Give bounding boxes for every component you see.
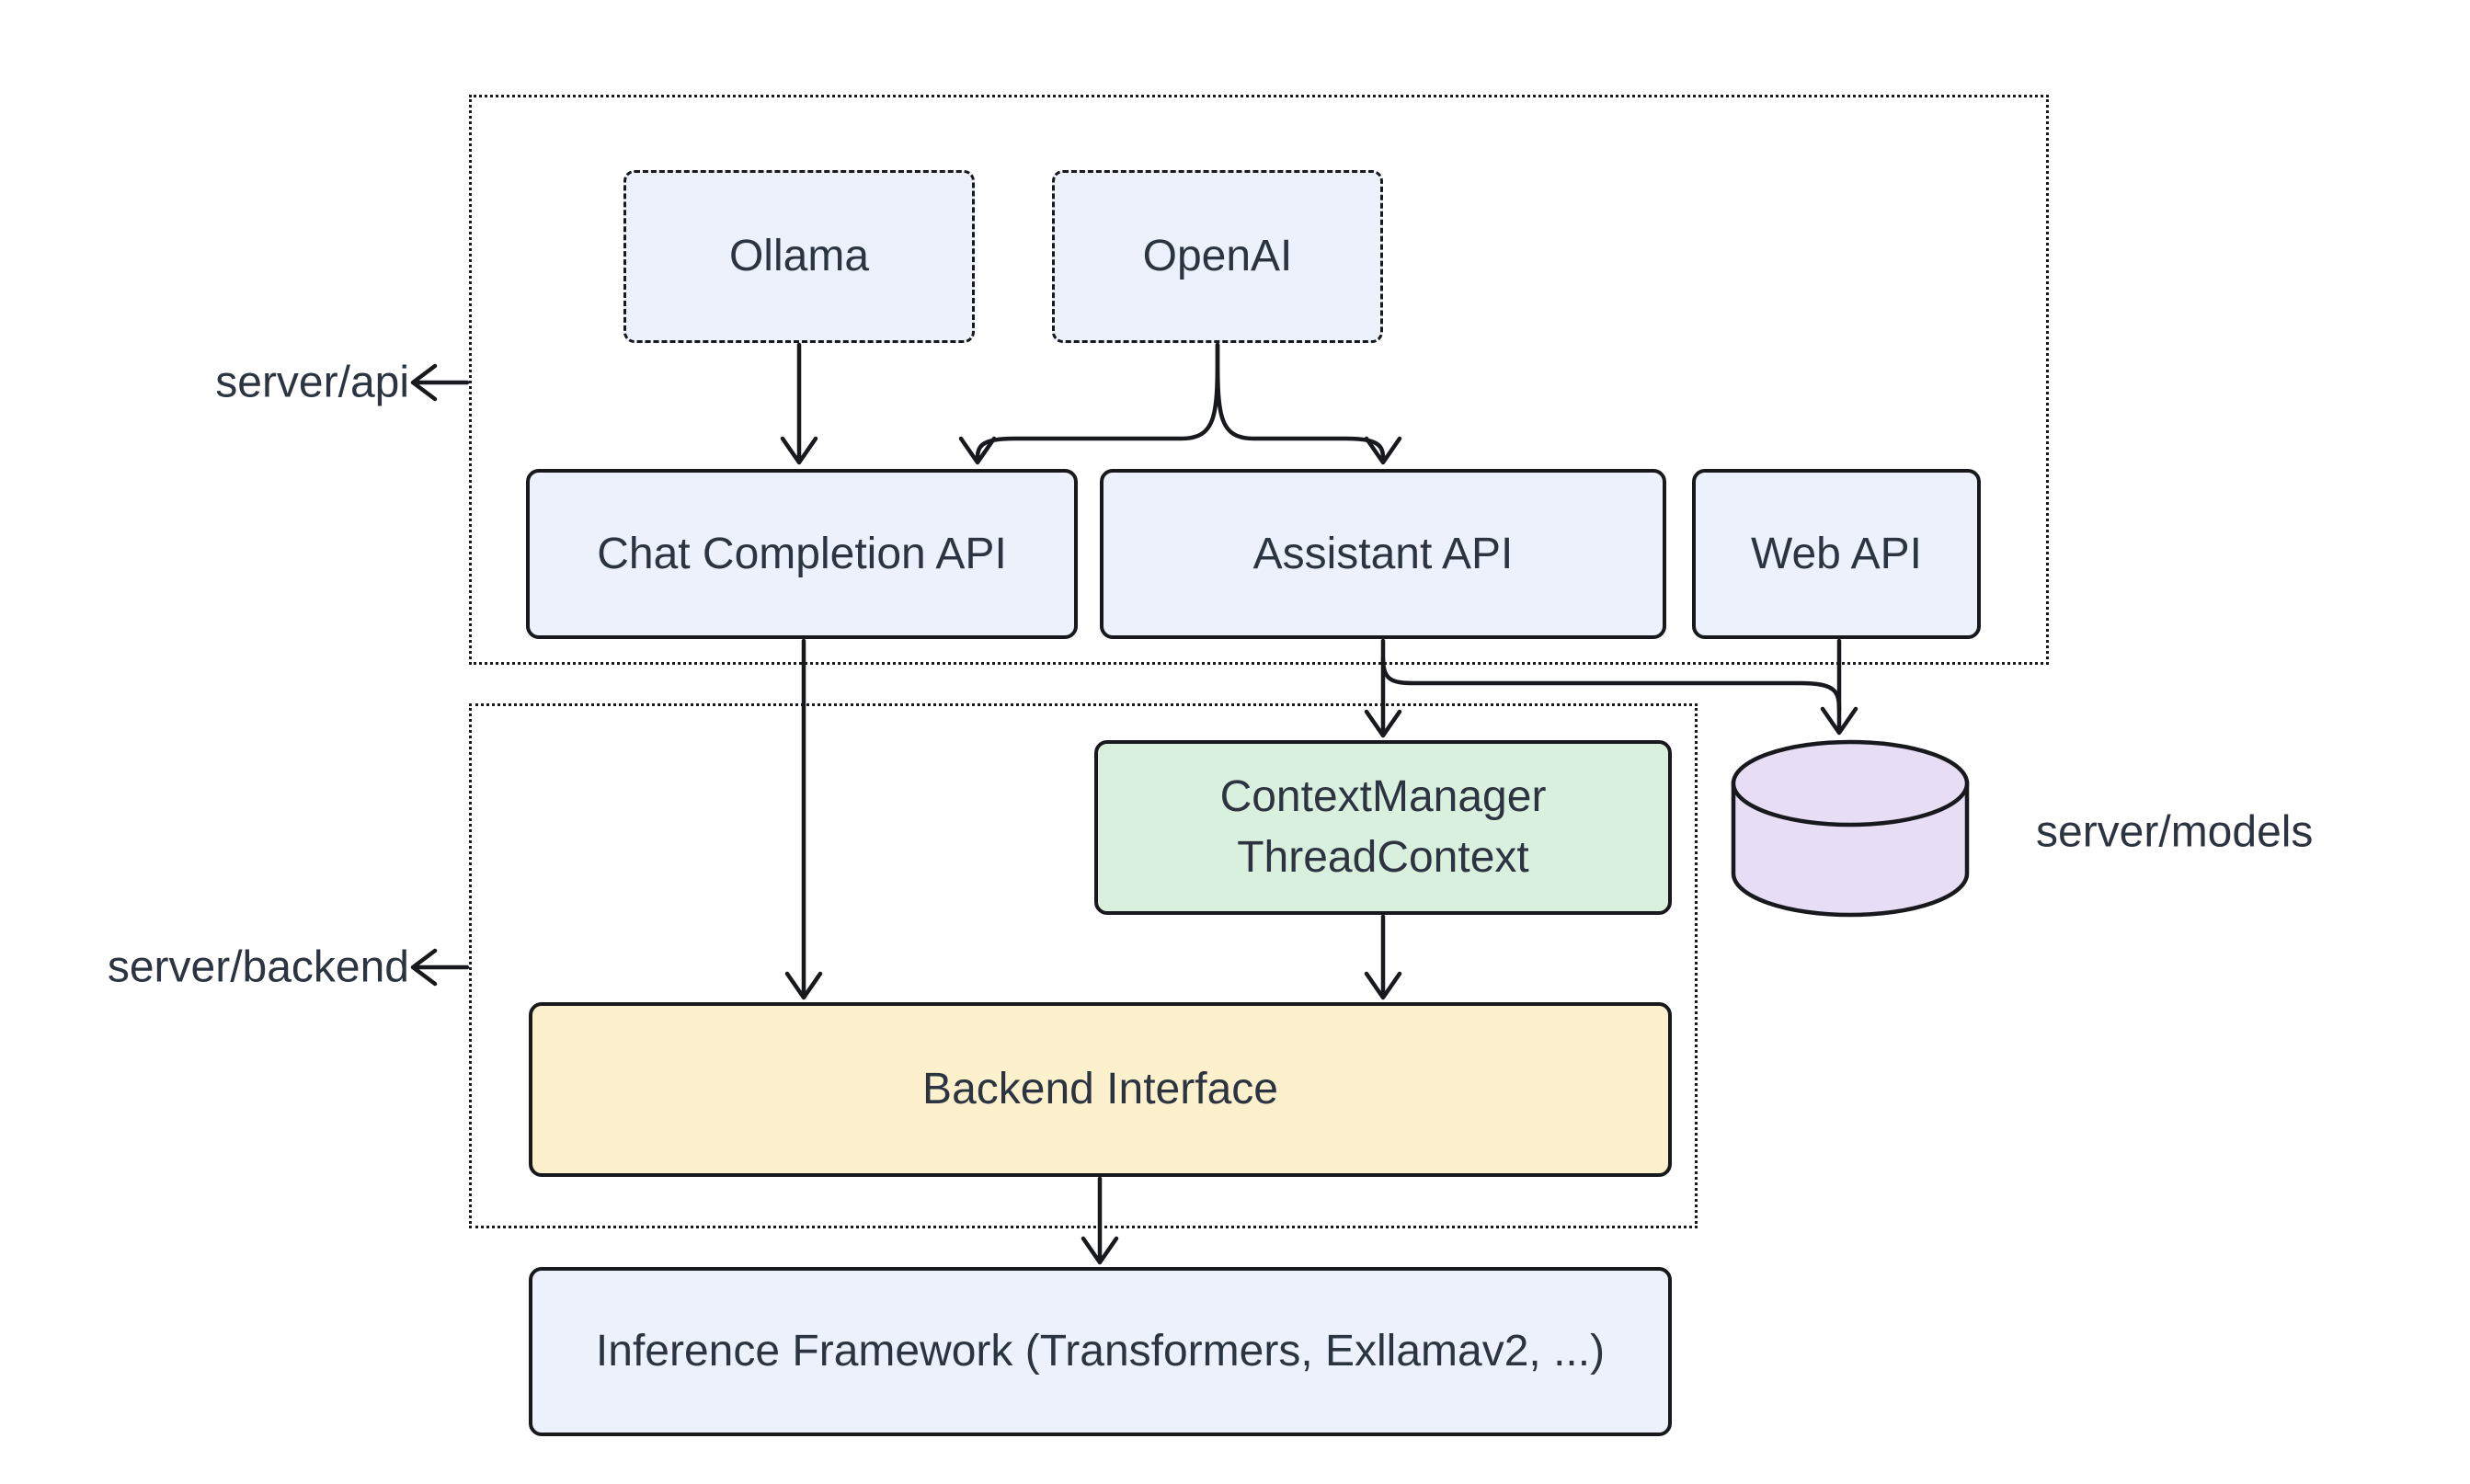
node-sqlite-label: sqlite (1798, 828, 1903, 878)
node-inference-framework: Inference Framework (Transformers, Exlla… (529, 1267, 1672, 1436)
node-chat-completion-api-label: Chat Completion API (597, 529, 1007, 578)
node-chat-completion-api: Chat Completion API (526, 469, 1078, 639)
node-web-api: Web API (1692, 469, 1981, 639)
sqlite-cylinder-top (1731, 739, 1970, 828)
node-context-manager: ContextManager ThreadContext (1094, 740, 1672, 915)
node-backend-interface-label: Backend Interface (922, 1065, 1278, 1114)
node-inference-framework-label: Inference Framework (Transformers, Exlla… (595, 1327, 1606, 1376)
container-server-api (469, 95, 2049, 665)
server-api-pointer-arrow (410, 363, 470, 402)
node-context-manager-line2: ThreadContext (1237, 833, 1529, 882)
label-server-backend: server/backend (107, 942, 409, 992)
node-ollama-label: Ollama (728, 232, 870, 281)
node-web-api-label: Web API (1751, 529, 1922, 578)
node-openai: OpenAI (1052, 170, 1383, 343)
label-server-models: server/models (2036, 807, 2314, 857)
label-server-api: server/api (215, 358, 409, 407)
node-ollama: Ollama (623, 170, 975, 343)
node-assistant-api: Assistant API (1100, 469, 1666, 639)
node-backend-interface: Backend Interface (529, 1002, 1672, 1177)
node-context-manager-line1: ContextManager (1219, 771, 1547, 821)
server-backend-pointer-arrow (410, 948, 470, 987)
edge-assistant-api-to-sqlite (1380, 656, 1842, 713)
node-openai-label: OpenAI (1142, 232, 1293, 281)
node-assistant-api-label: Assistant API (1252, 529, 1514, 578)
